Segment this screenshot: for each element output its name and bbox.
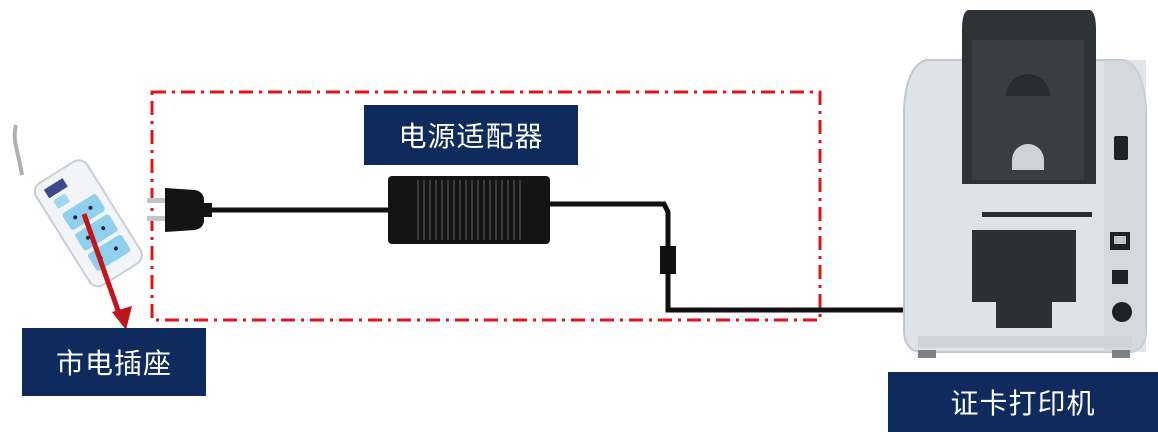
outlet-label: 市电插座 [22,328,206,396]
adapter-label: 电源适配器 [364,105,578,165]
power-adapter-icon [388,176,550,244]
card-printer-icon [903,10,1147,358]
adapter-boundary-outline [150,90,822,322]
two-prong-plug-icon [147,188,212,232]
power-strip-icon [12,124,143,288]
printer-label: 证卡打印机 [888,372,1158,432]
outlet-pointer-arrow [81,213,132,330]
ferrite-core [660,246,676,274]
